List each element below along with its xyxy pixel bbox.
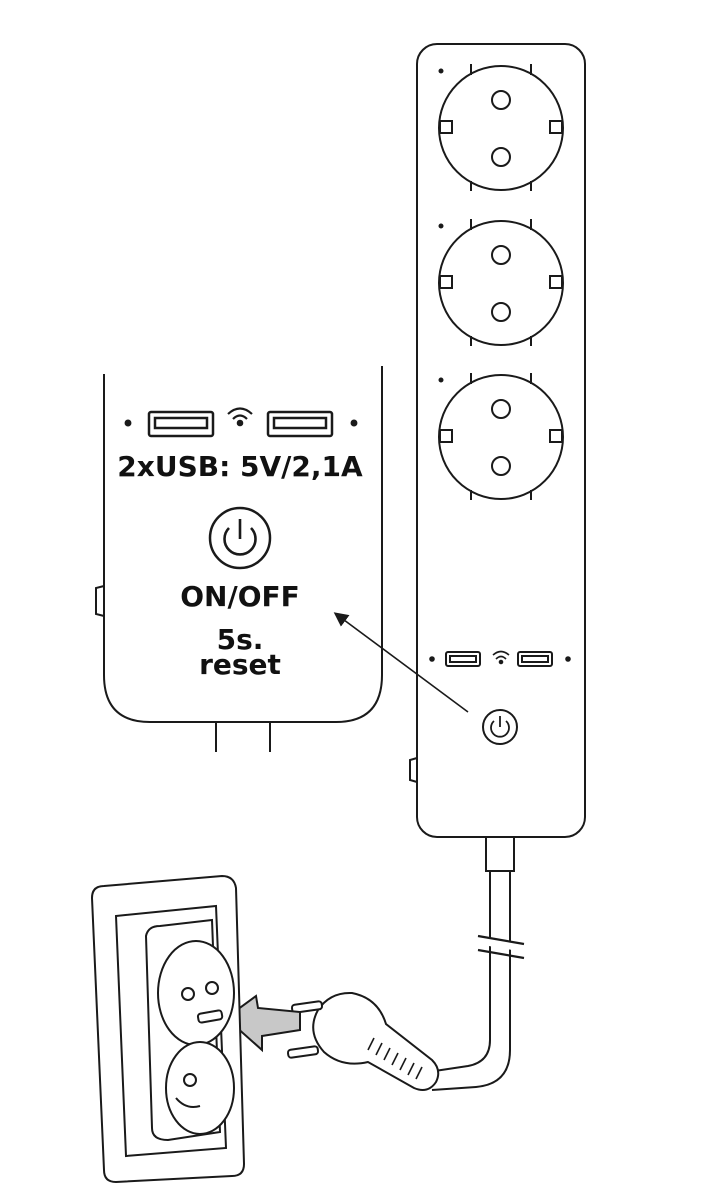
power-cord bbox=[427, 871, 525, 1091]
zoom-panel-outline bbox=[103, 366, 383, 723]
usb-port-icon bbox=[147, 410, 215, 438]
reset-label-line1: 5s. bbox=[217, 623, 264, 656]
wall-socket bbox=[90, 874, 246, 1184]
usb-port-icon bbox=[517, 651, 553, 667]
usb-port-icon bbox=[445, 651, 481, 667]
wifi-icon bbox=[227, 407, 253, 427]
wall-socket-frame-inner bbox=[114, 904, 228, 1158]
cord-break-marks bbox=[477, 934, 525, 960]
wifi-icon bbox=[492, 650, 510, 665]
wall-socket-upper-outlet bbox=[157, 940, 235, 1046]
schuko-outlet-icon bbox=[438, 373, 564, 500]
zoom-power-button bbox=[208, 506, 272, 570]
strip-outlet-3 bbox=[438, 373, 564, 500]
power-icon bbox=[490, 716, 510, 738]
plug-prong-upper bbox=[290, 1000, 324, 1014]
strip-power-button bbox=[482, 709, 518, 745]
cord-outline-right bbox=[431, 871, 511, 1091]
callout-arrow bbox=[333, 612, 469, 713]
zoom-usb-row bbox=[124, 407, 358, 438]
strip-cord-neck bbox=[485, 836, 515, 872]
schuko-plug-icon bbox=[286, 991, 440, 1091]
schuko-outlet-icon bbox=[438, 219, 564, 346]
plug-prong-lower bbox=[286, 1045, 320, 1059]
schuko-outlet-icon bbox=[438, 64, 564, 191]
wall-socket-lower-outlet bbox=[165, 1041, 235, 1135]
strip-outlet-2 bbox=[438, 219, 564, 346]
insert-arrow-icon bbox=[224, 994, 301, 1053]
cord-outline-left bbox=[427, 871, 491, 1073]
zoom-panel bbox=[95, 366, 383, 752]
on-off-label: ON/OFF bbox=[180, 580, 300, 613]
usb-port-icon bbox=[266, 410, 334, 438]
power-icon bbox=[223, 519, 257, 556]
strip-usb-row bbox=[429, 650, 571, 667]
reset-label-line2: reset bbox=[199, 648, 281, 681]
strip-outlet-1 bbox=[438, 64, 564, 191]
usb-spec-label: 2xUSB: 5V/2,1A bbox=[117, 450, 363, 483]
plug-body bbox=[312, 991, 440, 1091]
strip-side-button bbox=[409, 757, 418, 783]
